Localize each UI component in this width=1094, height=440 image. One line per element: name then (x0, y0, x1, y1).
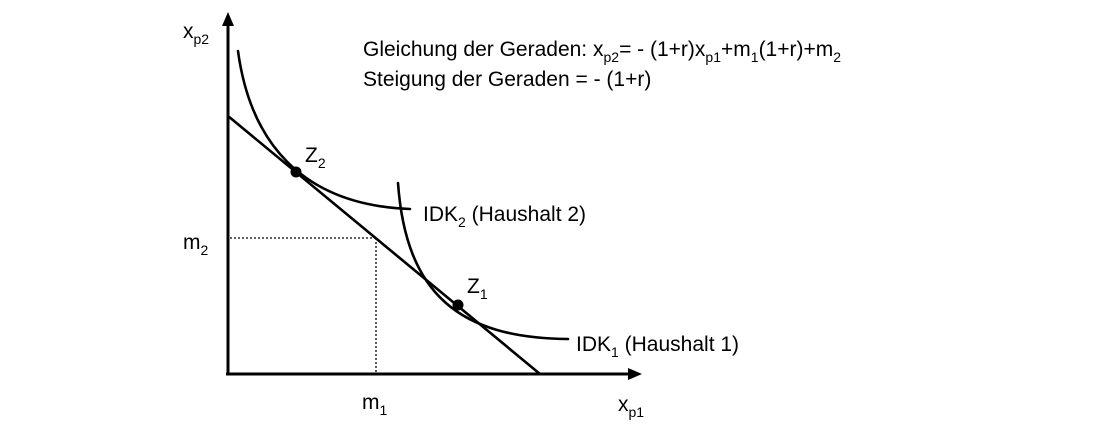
x-axis-label: xp1 (618, 393, 644, 420)
indifference-curve-1 (396, 181, 570, 341)
m1-label: m1 (362, 391, 388, 418)
indifference-curve-2 (236, 49, 412, 211)
tangency-point-z1 (452, 299, 464, 311)
m2-label: m2 (183, 231, 209, 258)
axes (222, 12, 642, 380)
idk2-label: IDK2 (Haushalt 2) (423, 203, 586, 230)
z1-label: Z1 (467, 275, 488, 302)
y-axis-label: xp2 (183, 20, 209, 47)
idk1-label: IDK1 (Haushalt 1) (576, 333, 739, 360)
tangency-point-z2 (290, 166, 302, 178)
equation-line-2: Steigung der Geraden = - (1+r) (363, 68, 651, 91)
x-axis-arrow (628, 368, 642, 380)
y-axis-arrow (222, 12, 234, 26)
budget-line (226, 114, 542, 376)
z2-label: Z2 (305, 144, 326, 171)
equation-line-1: Gleichung der Geraden: xp2= - (1+r)xp1+m… (363, 38, 841, 65)
